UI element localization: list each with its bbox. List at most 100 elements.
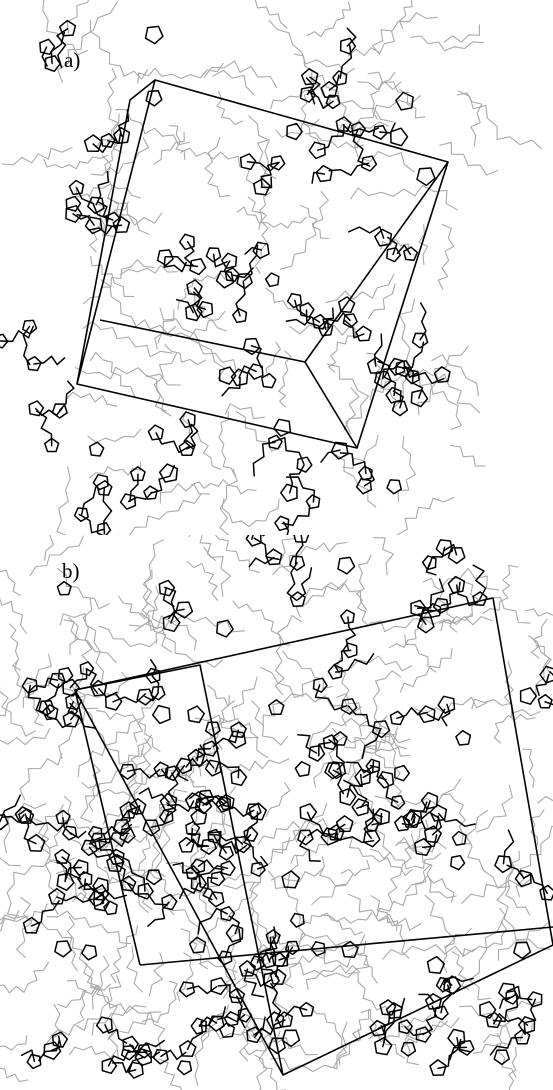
backbone-segment <box>129 473 139 503</box>
thiophene-ring <box>300 68 319 86</box>
side-chain <box>378 916 410 959</box>
backbone-segment <box>288 464 305 494</box>
thiophene-ring <box>72 859 89 876</box>
thiophene-ring <box>232 307 248 324</box>
thiophene-ring <box>423 825 442 844</box>
thiophene-ring <box>190 875 208 893</box>
side-chain <box>232 949 272 987</box>
side-chain <box>103 866 175 916</box>
side-chain <box>451 951 470 991</box>
side-chain <box>0 1035 28 1051</box>
thiophene-ring <box>207 828 223 844</box>
side-chain <box>497 922 548 961</box>
backbone-segment <box>281 504 311 527</box>
thiophene-ring <box>260 951 277 969</box>
side-chain <box>260 666 363 715</box>
side-chain <box>236 970 254 1040</box>
side-chain <box>300 204 330 240</box>
side-chain <box>223 836 291 890</box>
thiophene-ring <box>261 535 266 537</box>
backbone-segment <box>160 1049 187 1061</box>
side-chain <box>100 279 177 335</box>
thiophene-ring <box>215 795 232 813</box>
side-chain <box>87 428 142 444</box>
panel-label-b: b) <box>62 559 80 583</box>
backbone-segment <box>455 584 479 607</box>
thiophene-ring <box>289 555 306 572</box>
thiophene-ring <box>305 494 321 510</box>
backbone-segment <box>506 985 533 1001</box>
backbone-segment <box>121 809 131 828</box>
side-chain <box>218 411 236 476</box>
thiophene-ring <box>59 19 77 37</box>
thiophene-ring <box>268 434 283 450</box>
thiophene-ring <box>54 940 72 958</box>
thiophene-ring <box>360 155 378 172</box>
side-chain <box>496 855 551 950</box>
thiophene-ring <box>79 661 95 677</box>
backbone-segment <box>402 341 425 370</box>
thiophene-ring <box>330 441 349 460</box>
backbone-segment <box>92 141 111 154</box>
backbone-segment <box>426 708 446 721</box>
backbone-segment <box>129 1043 148 1054</box>
side-chain <box>342 836 413 876</box>
side-chain <box>344 730 408 750</box>
side-chain <box>154 309 175 350</box>
side-chain <box>72 869 164 902</box>
side-chain <box>40 804 77 897</box>
backbone-segment <box>332 769 345 795</box>
thiophene-ring <box>373 370 392 389</box>
thiophene-ring <box>327 664 343 680</box>
side-chain <box>33 818 59 915</box>
side-chain <box>397 436 417 502</box>
backbone-segment <box>344 319 365 339</box>
side-chain <box>89 183 141 199</box>
side-chain <box>44 535 54 561</box>
side-chain <box>265 287 298 311</box>
side-chain <box>148 952 165 997</box>
thiophene-ring <box>48 887 66 905</box>
side-chain <box>265 341 282 378</box>
thiophene-ring <box>145 869 163 886</box>
thiophene-ring <box>410 599 427 617</box>
side-chain <box>257 818 329 846</box>
side-chain <box>66 0 90 34</box>
thiophene-ring <box>289 591 306 607</box>
thiophene-ring <box>245 535 262 547</box>
side-chain <box>51 671 129 699</box>
side-chain <box>262 680 314 727</box>
side-chain <box>353 121 390 157</box>
thiophene-ring <box>342 642 358 659</box>
thiophene-ring <box>281 870 301 889</box>
side-chain <box>311 873 354 906</box>
thiophene-ring <box>386 479 402 495</box>
backbone-segment <box>286 561 298 602</box>
thiophene-ring <box>142 819 161 837</box>
thiophene-ring <box>366 356 385 374</box>
thiophene-ring <box>151 704 171 725</box>
side-chain <box>275 118 320 138</box>
thiophene-ring <box>44 437 60 453</box>
side-chain <box>367 283 396 320</box>
side-chain <box>309 717 411 746</box>
backbone-segment <box>248 556 275 568</box>
side-chain <box>408 372 462 430</box>
box-back-edges <box>99 161 449 363</box>
backbone-segment <box>186 423 199 450</box>
side-chain <box>345 387 360 435</box>
side-chain <box>190 809 201 869</box>
side-chain <box>522 748 535 788</box>
side-chain <box>118 585 160 620</box>
backbone-segment <box>69 830 87 839</box>
backbone-segment <box>449 1046 468 1061</box>
thiophene-ring <box>404 808 423 828</box>
thiophene-ring <box>358 465 373 481</box>
thiophene-ring <box>379 999 397 1016</box>
thiophene-ring <box>410 389 429 408</box>
side-chain <box>140 612 224 668</box>
thiophene-ring <box>120 875 137 892</box>
thiophene-ring <box>220 860 236 877</box>
side-chain <box>221 869 256 884</box>
thiophene-ring <box>122 1035 139 1053</box>
